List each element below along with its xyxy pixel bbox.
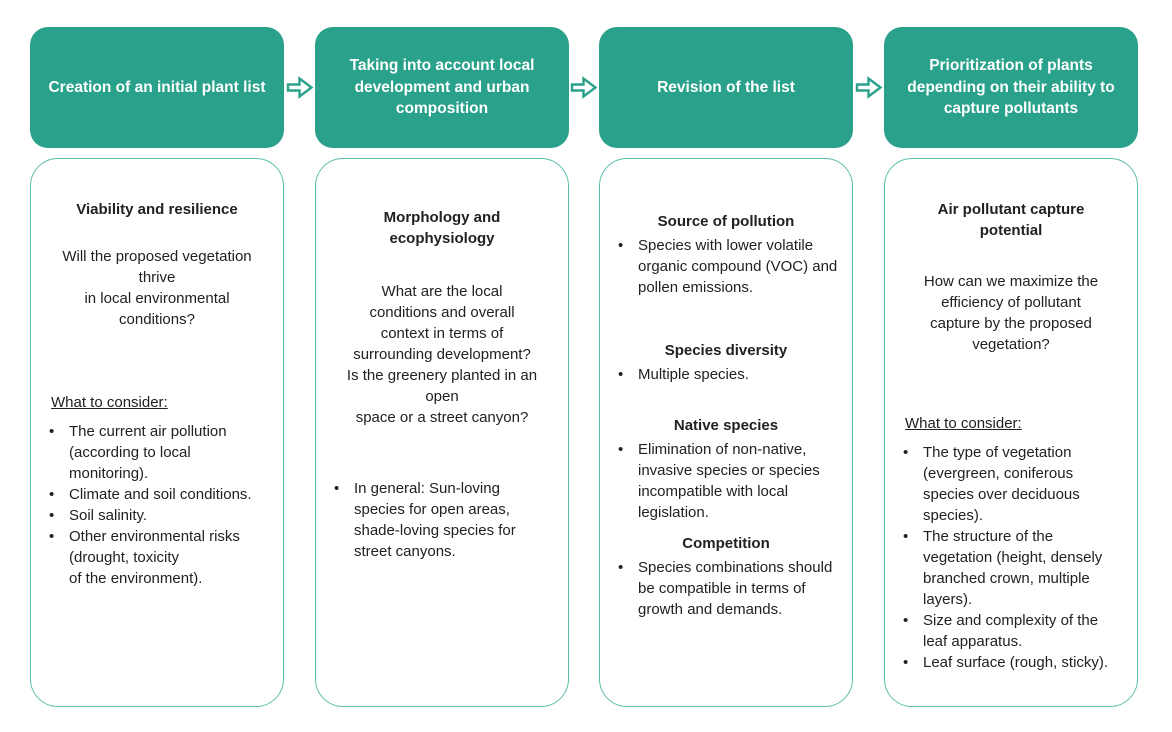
- bullet-item: In general: Sun-loving species for open …: [330, 478, 554, 562]
- bullet-item: The structure of the vegetation (height,…: [899, 526, 1123, 610]
- bullet-item: Multiple species.: [614, 364, 838, 385]
- consider-label: What to consider:: [51, 394, 168, 411]
- arrow-cell: [569, 27, 599, 148]
- criteria-group-source-of-pollution: Source of pollution Species with lower v…: [614, 211, 838, 298]
- step-body-prioritization: Air pollutant capture potential How can …: [884, 158, 1138, 707]
- step-header-local-development: Taking into account local development an…: [315, 27, 569, 148]
- step-header-revision: Revision of the list: [599, 27, 853, 148]
- section-title: Morphology and ecophysiology: [383, 209, 501, 247]
- bullet-item: Species with lower volatile organic comp…: [614, 235, 838, 298]
- bodies-row: Viability and resilience Will the propos…: [30, 158, 1172, 707]
- spacer: [569, 158, 599, 279]
- bullet-item: Size and complexity of the leaf apparatu…: [899, 610, 1123, 652]
- bullet-list: The current air pollution (according to …: [45, 421, 269, 589]
- arrow-right-icon: [570, 76, 598, 99]
- bullet-list: The type of vegetation (evergreen, conif…: [899, 442, 1123, 673]
- spacer: [284, 158, 315, 279]
- bullet-item: The current air pollution (according to …: [45, 421, 269, 484]
- bullet-list: Species with lower volatile organic comp…: [614, 235, 838, 298]
- bullet-list: Elimination of non-native, invasive spec…: [614, 439, 838, 523]
- step-body-initial-list: Viability and resilience Will the propos…: [30, 158, 284, 707]
- consider-label: What to consider:: [905, 415, 1022, 432]
- bullet-item: Climate and soil conditions.: [45, 484, 269, 505]
- bullet-item: Other environmental risks (drought, toxi…: [45, 526, 269, 589]
- bullet-list: Species combinations should be compatibl…: [614, 557, 838, 620]
- step-body-local-development: Morphology and ecophysiology What are th…: [315, 158, 569, 707]
- arrow-cell: [284, 27, 315, 148]
- step-body-revision: Source of pollution Species with lower v…: [599, 158, 853, 707]
- bullet-item: Species combinations should be compatibl…: [614, 557, 838, 620]
- bullet-list: In general: Sun-loving species for open …: [330, 478, 554, 562]
- arrow-right-icon: [286, 76, 313, 99]
- step-header-initial-list: Creation of an initial plant list: [30, 27, 284, 148]
- section-title: Viability and resilience: [76, 201, 238, 218]
- bullet-list: Multiple species.: [614, 364, 838, 385]
- bullet-item: Elimination of non-native, invasive spec…: [614, 439, 838, 523]
- arrow-right-icon: [855, 76, 882, 99]
- step-header-prioritization: Prioritization of plants depending on th…: [884, 27, 1138, 148]
- question-text: Will the proposed vegetation thrive in l…: [62, 248, 252, 328]
- section-title: Native species: [673, 417, 779, 434]
- criteria-group-native-species: Native species Elimination of non-native…: [614, 415, 838, 523]
- bullet-item: Leaf surface (rough, sticky).: [899, 652, 1123, 673]
- arrow-cell: [853, 27, 884, 148]
- bullet-item: Soil salinity.: [45, 505, 269, 526]
- spacer: [853, 158, 884, 279]
- section-title: Air pollutant capture potential: [937, 201, 1085, 239]
- section-title: Competition: [682, 535, 770, 552]
- bullet-item: The type of vegetation (evergreen, conif…: [899, 442, 1123, 526]
- criteria-group-competition: Competition Species combinations should …: [614, 533, 838, 620]
- criteria-group-species-diversity: Species diversity Multiple species.: [614, 340, 838, 385]
- section-title: Source of pollution: [657, 213, 795, 230]
- question-text: How can we maximize the efficiency of po…: [923, 273, 1099, 353]
- question-text: What are the local conditions and overal…: [346, 283, 538, 426]
- section-title: Species diversity: [664, 342, 788, 359]
- headers-row: Creation of an initial plant list Taking…: [30, 27, 1172, 148]
